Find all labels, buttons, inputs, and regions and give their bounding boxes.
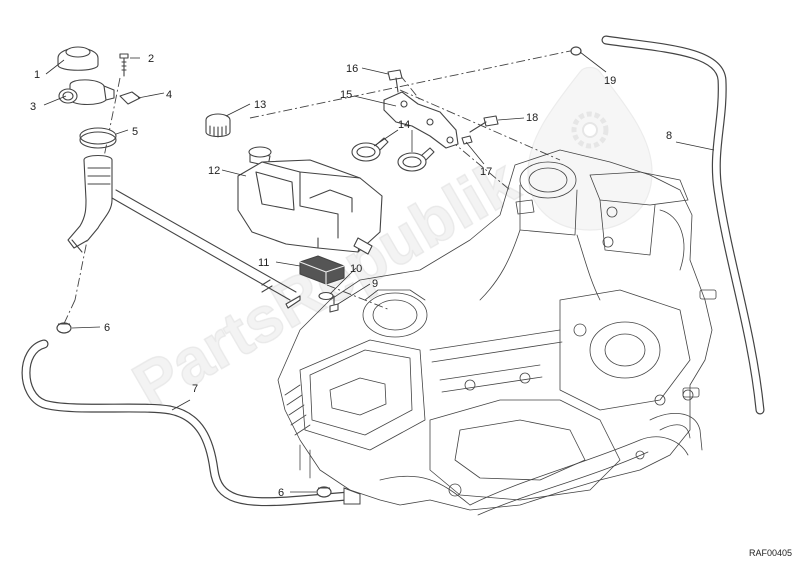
callout-1: 1 (34, 69, 40, 81)
callouts: 1 2 3 4 5 6 6 7 8 9 10 11 12 13 14 15 16… (30, 53, 672, 499)
reference-code: RAF00405 (748, 548, 792, 558)
callout-7: 7 (192, 383, 198, 395)
bracket-assembly (351, 69, 499, 172)
filler-cap-assembly (57, 46, 301, 309)
callout-10: 10 (350, 263, 362, 275)
callout-8: 8 (666, 130, 672, 142)
callout-5: 5 (132, 126, 138, 138)
callout-12: 12 (208, 165, 220, 177)
watermark: PartsRepublik (120, 66, 653, 423)
callout-6-top: 6 (104, 322, 110, 334)
callout-13: 13 (254, 99, 266, 111)
callout-9: 9 (372, 278, 378, 290)
hose-7 (21, 322, 361, 507)
callout-3: 3 (30, 101, 36, 113)
callout-17: 17 (480, 166, 492, 178)
callout-2: 2 (148, 53, 154, 65)
engine-block (277, 149, 717, 516)
callout-6-bottom: 6 (278, 487, 284, 499)
gear-icon (527, 66, 653, 231)
expansion-tank (205, 113, 383, 313)
leader-lines (43, 51, 715, 493)
callout-11: 11 (258, 257, 269, 269)
callout-18: 18 (526, 112, 538, 124)
callout-4: 4 (166, 89, 172, 101)
callout-14: 14 (398, 119, 410, 131)
hose-8 (570, 35, 765, 415)
centerlines (61, 49, 576, 329)
callout-15: 15 (340, 89, 352, 101)
callout-19: 19 (604, 75, 616, 87)
callout-16: 16 (346, 63, 358, 75)
